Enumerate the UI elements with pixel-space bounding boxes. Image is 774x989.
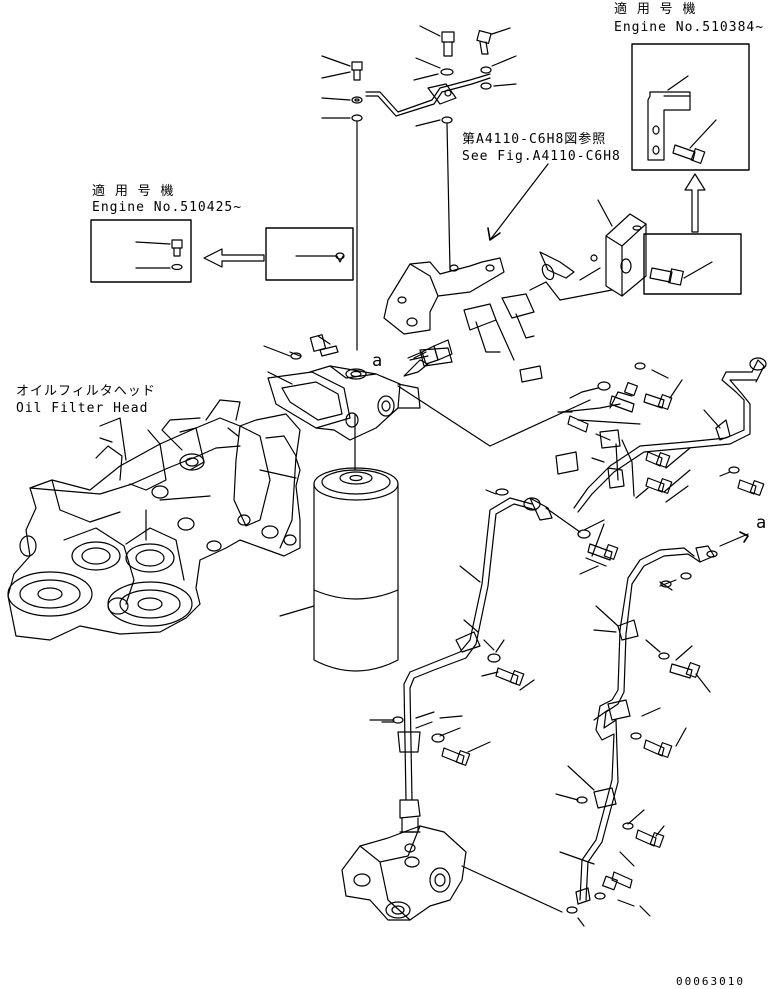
marker-a-upper: a [372, 351, 384, 371]
oil-pipe-right [555, 357, 767, 557]
arrow-up-icon [684, 173, 706, 233]
reference-label-en: See Fig.A4110-C6H8 [462, 149, 621, 164]
reference-arrow [489, 163, 549, 241]
top-fasteners-group [321, 25, 517, 127]
lower-flange-part [341, 825, 578, 921]
connector-block [559, 199, 647, 301]
engine-block-part [7, 399, 301, 641]
page-code: 00063010 [676, 975, 745, 988]
leader-line [446, 123, 451, 271]
bolt-inset-right-part [649, 261, 713, 286]
variant-left-label-jp: 適 用 号 機 [92, 184, 175, 199]
inset-box-right [643, 233, 742, 295]
arrow-left-icon [203, 248, 265, 268]
marker-a-lower: a [756, 513, 768, 533]
variant-top-right-label-en: Engine No.510384~ [614, 20, 765, 35]
bracket-assembly [383, 251, 575, 383]
reference-label-jp: 第A4110-C6H8図参照 [462, 132, 607, 147]
marker-arrow [413, 351, 427, 359]
bolt-inset-part [135, 239, 183, 271]
inset-box-center [265, 227, 354, 281]
inset-box-top-right [631, 43, 750, 171]
oil-pipe-lower-right [555, 531, 749, 927]
oil-pipe-center [369, 488, 619, 833]
leader-line [397, 385, 591, 447]
plug-inset-part [295, 252, 345, 263]
bracket-inset-part [647, 75, 717, 164]
oil-filter-head-part [263, 334, 453, 441]
part-name-label-jp: オイルフィルタヘッド [16, 384, 156, 399]
variant-left-label-en: Engine No.510425~ [92, 200, 243, 215]
reference-arrow-head [487, 227, 501, 241]
oil-filter-part [279, 467, 399, 672]
variant-top-right-label-jp: 適 用 号 機 [614, 2, 697, 17]
inset-box-left [90, 219, 192, 283]
part-name-label-en: Oil Filter Head [16, 401, 149, 416]
